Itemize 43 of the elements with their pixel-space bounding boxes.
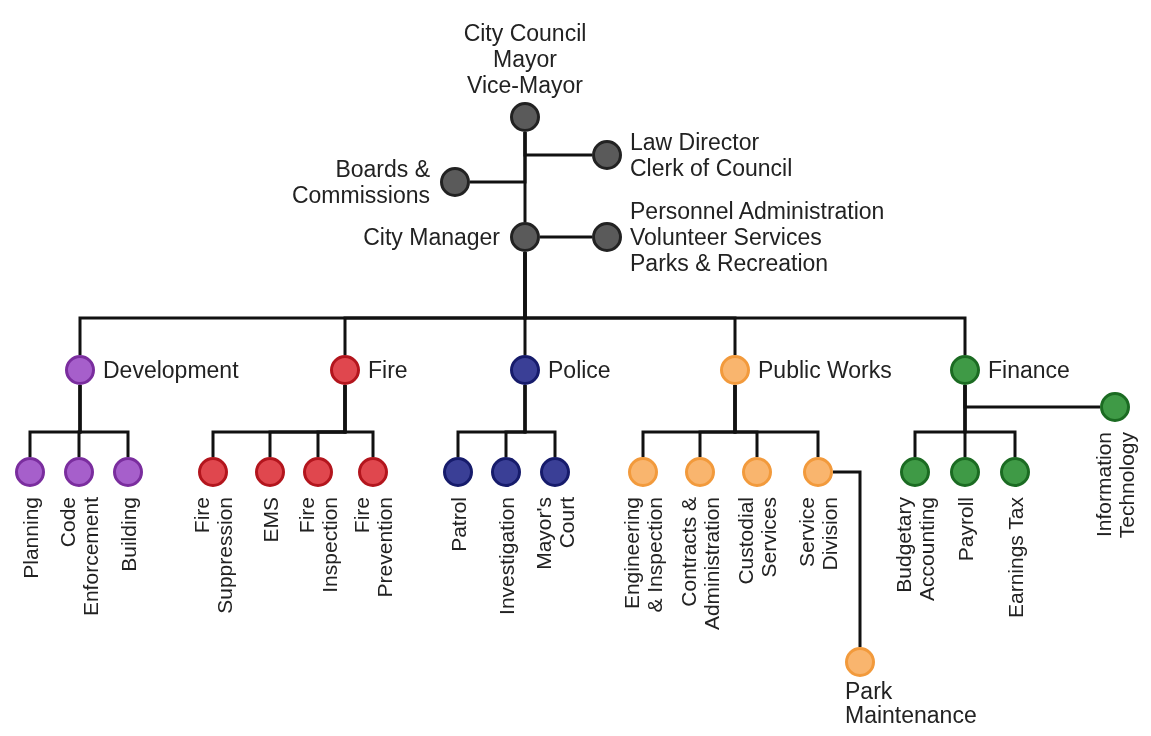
connector-line	[523, 252, 967, 355]
unit-label: Mayor	[492, 46, 558, 72]
unit-label: Police	[548, 357, 611, 383]
connector-line	[733, 385, 820, 457]
unit-label: Finance	[988, 357, 1070, 383]
unit-label: Parks & Recreation	[630, 250, 830, 276]
unit-label: Fire Inspection	[295, 497, 341, 595]
unit-label: Patrol	[446, 497, 470, 554]
unit-label: Park Maintenance	[845, 679, 978, 727]
unit-label: City Manager	[363, 224, 500, 250]
unit-label: Budgetary Accounting	[892, 497, 938, 603]
unit-label: Volunteer Services	[630, 224, 823, 250]
unit-label: Mayor's Court	[532, 497, 578, 572]
connector-line	[78, 385, 130, 457]
unit-label: Code Enforcement	[56, 497, 102, 617]
unit-label: Custodial Services	[734, 497, 780, 587]
unit-label: Development	[103, 357, 239, 383]
unit-label: Fire	[368, 357, 408, 383]
connector-line	[963, 385, 1017, 457]
unit-label: Fire Prevention	[350, 497, 396, 600]
unit-label: Building	[116, 497, 140, 574]
unit-label: Investigation	[494, 497, 518, 617]
unit-label: Vice-Mayor	[466, 72, 584, 98]
unit-label: Clerk of Council	[630, 155, 793, 181]
unit-label: Public Works	[758, 357, 892, 383]
unit-label: Contracts & Administration	[677, 497, 723, 633]
unit-label: Planning	[18, 497, 42, 581]
unit-label: EMS	[258, 497, 282, 545]
unit-label: Engineering & Inspection	[620, 497, 666, 615]
connector-line	[523, 385, 557, 457]
unit-label: Law Director	[630, 129, 761, 155]
unit-label: Earnings Tax	[1003, 497, 1027, 621]
connector-line	[833, 470, 862, 647]
unit-label: Fire Suppression	[190, 497, 236, 616]
connector-line	[540, 235, 592, 239]
unit-label: Boards & Commissions	[290, 156, 430, 208]
connector-line	[523, 132, 527, 222]
connector-line	[343, 385, 375, 457]
unit-label: Service Division	[795, 497, 841, 573]
unit-label: Personnel Administration	[630, 198, 885, 224]
unit-label: Information Technology	[1092, 432, 1138, 541]
unit-label: City Council	[463, 20, 587, 46]
unit-label: Payroll	[953, 497, 977, 564]
